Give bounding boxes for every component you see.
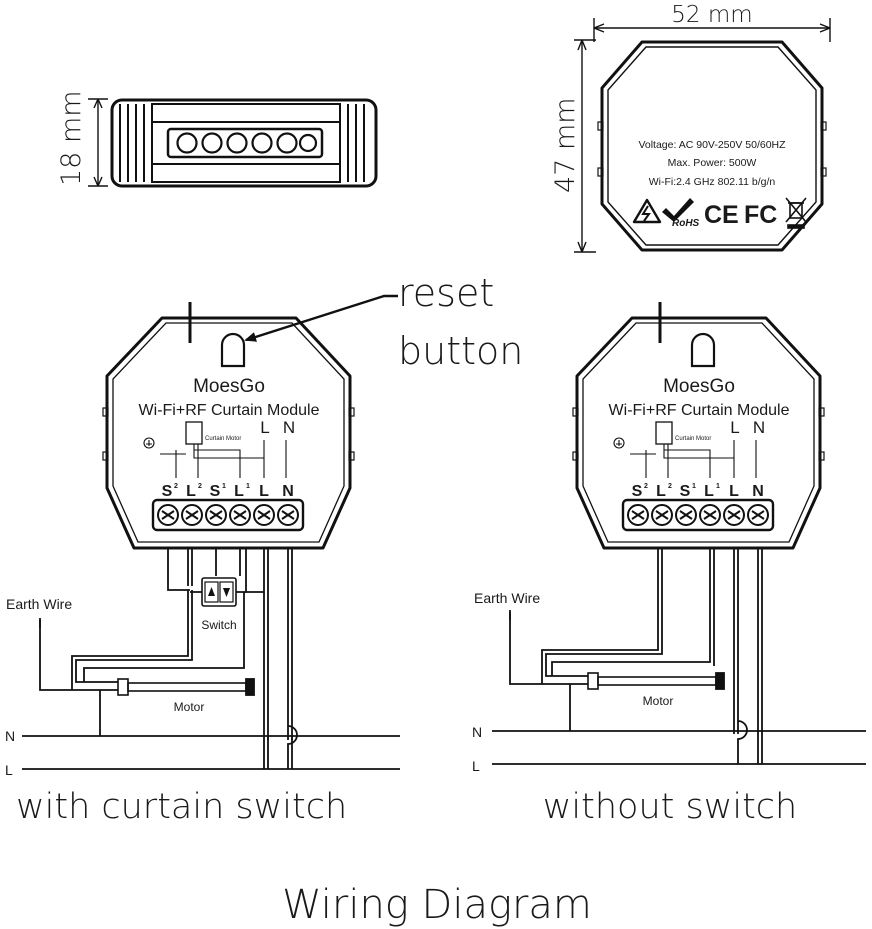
wiring-right bbox=[492, 548, 866, 765]
side-view-body bbox=[110, 98, 378, 188]
reset-button-arrow bbox=[244, 294, 398, 342]
terminal-label: N bbox=[282, 483, 294, 500]
arrow-down-icon bbox=[223, 588, 230, 597]
height-dimension-label: 47 mm bbox=[550, 97, 581, 193]
terminal-label: N bbox=[752, 483, 764, 500]
live-label-left: L bbox=[5, 762, 13, 778]
terminal-label: S bbox=[210, 483, 221, 500]
terminal-label: L bbox=[259, 483, 269, 500]
module-brand: MoesGo bbox=[193, 376, 265, 397]
earth-wire-label-right: Earth Wire bbox=[474, 590, 540, 606]
rohs-check-icon bbox=[662, 198, 694, 222]
terminal-sup: 2 bbox=[644, 483, 648, 490]
spec-voltage: Voltage: AC 90V-250V 50/60HZ bbox=[638, 139, 786, 151]
arrow-up-icon bbox=[208, 587, 215, 596]
spec-power: Max. Power: 500W bbox=[668, 157, 757, 169]
top-view bbox=[574, 18, 831, 253]
reset-button-label-line1: reset bbox=[398, 271, 494, 315]
ce-mark: CE bbox=[704, 201, 739, 229]
terminal-sup: 2 bbox=[668, 483, 672, 490]
module-left: MoesGo Wi-Fi+RF Curtain Module L N Curta… bbox=[102, 302, 355, 550]
reset-button-label-line2: button bbox=[398, 329, 523, 373]
neutral-label-left: N bbox=[5, 728, 15, 744]
curtain-motor-label: Curtain Motor bbox=[675, 436, 711, 442]
module-brand: MoesGo bbox=[663, 376, 735, 397]
earth-symbol-icon bbox=[613, 437, 625, 449]
live-label-right: L bbox=[472, 758, 480, 774]
terminal-sup: 2 bbox=[198, 483, 202, 490]
terminal-sup: 2 bbox=[174, 483, 178, 490]
weee-bin-icon bbox=[785, 197, 807, 229]
fc-mark: FC bbox=[744, 201, 777, 229]
width-dimension-label: 52 mm bbox=[671, 2, 752, 28]
warning-icon bbox=[632, 198, 662, 224]
terminal-label: S bbox=[632, 483, 643, 500]
terminal-label: L bbox=[656, 483, 666, 500]
certification-marks: RoHS CE FC bbox=[632, 197, 807, 229]
terminal-label: S bbox=[680, 483, 691, 500]
terminal-label: L bbox=[704, 483, 714, 500]
terminal-label: L bbox=[729, 483, 739, 500]
neutral-label-right: N bbox=[472, 724, 482, 740]
switch-label: Switch bbox=[201, 618, 236, 632]
motor-label-left: Motor bbox=[174, 700, 205, 714]
earth-wire-label-left: Earth Wire bbox=[6, 596, 72, 612]
terminal-labels: S L S L L N bbox=[162, 483, 294, 500]
module-model: Wi-Fi+RF Curtain Module bbox=[609, 402, 790, 419]
earth-symbol-icon bbox=[143, 437, 155, 449]
spec-wifi: Wi-Fi:2.4 GHz 802.11 b/g/n bbox=[649, 176, 776, 188]
module-top-L: L bbox=[260, 418, 269, 437]
wiring-left bbox=[22, 548, 400, 770]
terminal-block bbox=[166, 127, 324, 159]
diagram-title: Wiring Diagram bbox=[282, 882, 592, 928]
module-right: MoesGo Wi-Fi+RF Curtain Module L N Curta… bbox=[572, 302, 825, 550]
terminal-sup: 1 bbox=[692, 483, 696, 490]
module-top-L: L bbox=[730, 418, 739, 437]
terminal-labels: S L S L L N bbox=[632, 483, 764, 500]
top-view-outline bbox=[600, 40, 824, 252]
module-top-N: N bbox=[753, 418, 765, 437]
motor-label-right: Motor bbox=[643, 694, 674, 708]
depth-dimension-label: 18 mm bbox=[56, 90, 87, 186]
terminal-sup: 1 bbox=[246, 483, 250, 490]
rohs-mark: RoHS bbox=[672, 218, 700, 229]
caption-left: with curtain switch bbox=[16, 787, 347, 827]
switch-buttons bbox=[204, 581, 234, 603]
caption-right: without switch bbox=[543, 787, 797, 827]
terminal-sup: 1 bbox=[222, 483, 226, 490]
module-top-N: N bbox=[283, 418, 295, 437]
terminal-label: S bbox=[162, 483, 173, 500]
side-view bbox=[88, 98, 378, 188]
curtain-motor-label: Curtain Motor bbox=[205, 436, 241, 442]
terminal-label: L bbox=[234, 483, 244, 500]
terminal-sup: 1 bbox=[716, 483, 720, 490]
terminal-label: L bbox=[186, 483, 196, 500]
module-model: Wi-Fi+RF Curtain Module bbox=[139, 402, 320, 419]
